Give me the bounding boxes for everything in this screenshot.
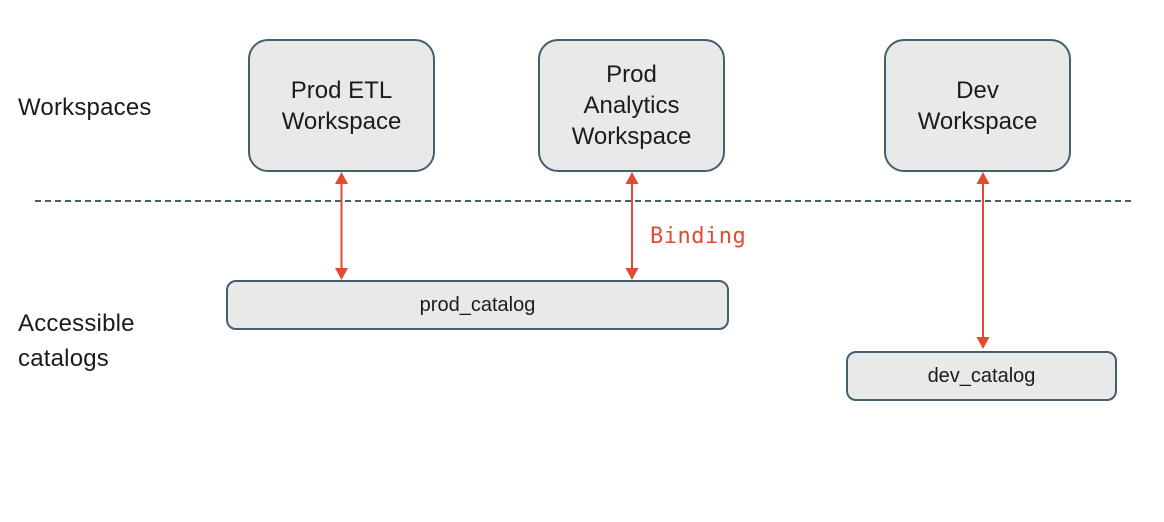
binding-annotation-label: Binding (650, 224, 747, 249)
dev-catalog-shape: dev_catalog (846, 351, 1117, 401)
dev-binding-arrow-icon (976, 172, 990, 349)
workspaces-row-label: Workspaces (18, 94, 152, 121)
prod-etl-binding-arrow-icon (335, 172, 348, 280)
dev-workspace-shape: Dev Workspace (884, 39, 1071, 172)
prod-analytics-workspace-shape: Prod Analytics Workspace (538, 39, 725, 172)
prod-etl-workspace-shape: Prod ETL Workspace (248, 39, 435, 172)
prod-analytics-binding-arrow-icon (625, 172, 639, 280)
prod-catalog-shape: prod_catalog (226, 280, 729, 330)
accessible-catalogs-row-label: Accessible catalogs (18, 310, 135, 372)
